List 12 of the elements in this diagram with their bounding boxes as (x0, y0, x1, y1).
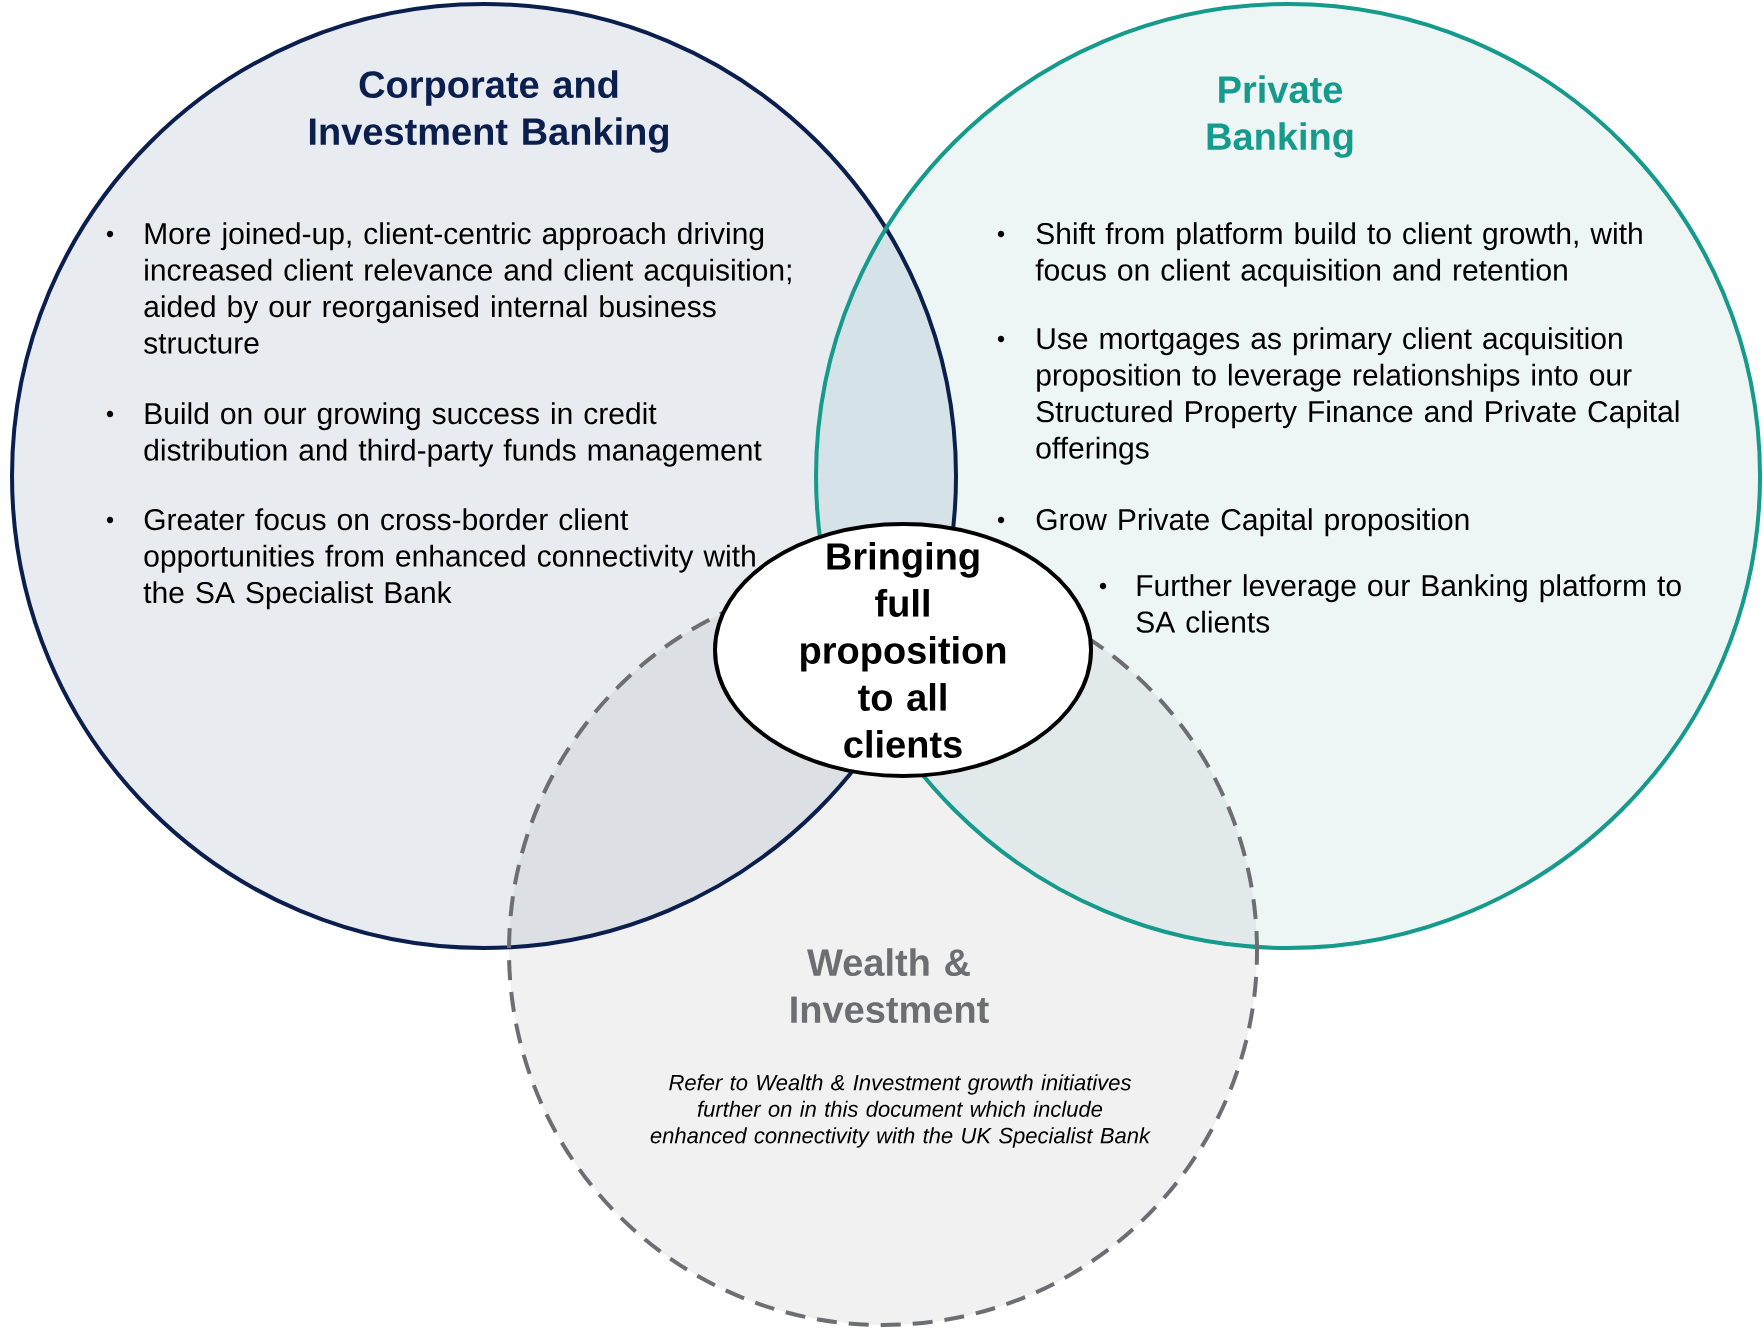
bullet-text: Further leverage our Banking platform to SA clients (1136, 574, 1681, 633)
bullet-text: Greater focus on cross-border client opportunities from enhanced connectivity with the SA Specialist Bank (143, 508, 755, 610)
bullet-text: More joined-up, client-centric approach driving increased client relevance and client acquisition; aided by our reorganised internal business structure (144, 222, 791, 354)
circle-title: Private Banking (1207, 75, 1353, 158)
bullet-text: Use mortgages as primary client acquisition proposition to leverage relationships into our Structured Property Finance and Private Capital offerings (1036, 327, 1679, 465)
center-text: Bringing full proposition to all clients (801, 542, 1006, 758)
bullet-text: Grow Private Capital proposition (1036, 508, 1469, 537)
circle-title: Corporate and Investment Banking (309, 70, 669, 153)
bullet-text: Shift from platform build to client growth, with focus on client acquisition and retention (1035, 222, 1642, 287)
bullet-text: Build on our growing success in credit distribution and third-party funds management (144, 402, 762, 467)
circle-title: Wealth & Investment (791, 948, 989, 1024)
note-text: Refer to Wealth & Investment growth initiatives further on in this document which include enhanced connectivity with the UK Specialist Bank (650, 1074, 1151, 1148)
